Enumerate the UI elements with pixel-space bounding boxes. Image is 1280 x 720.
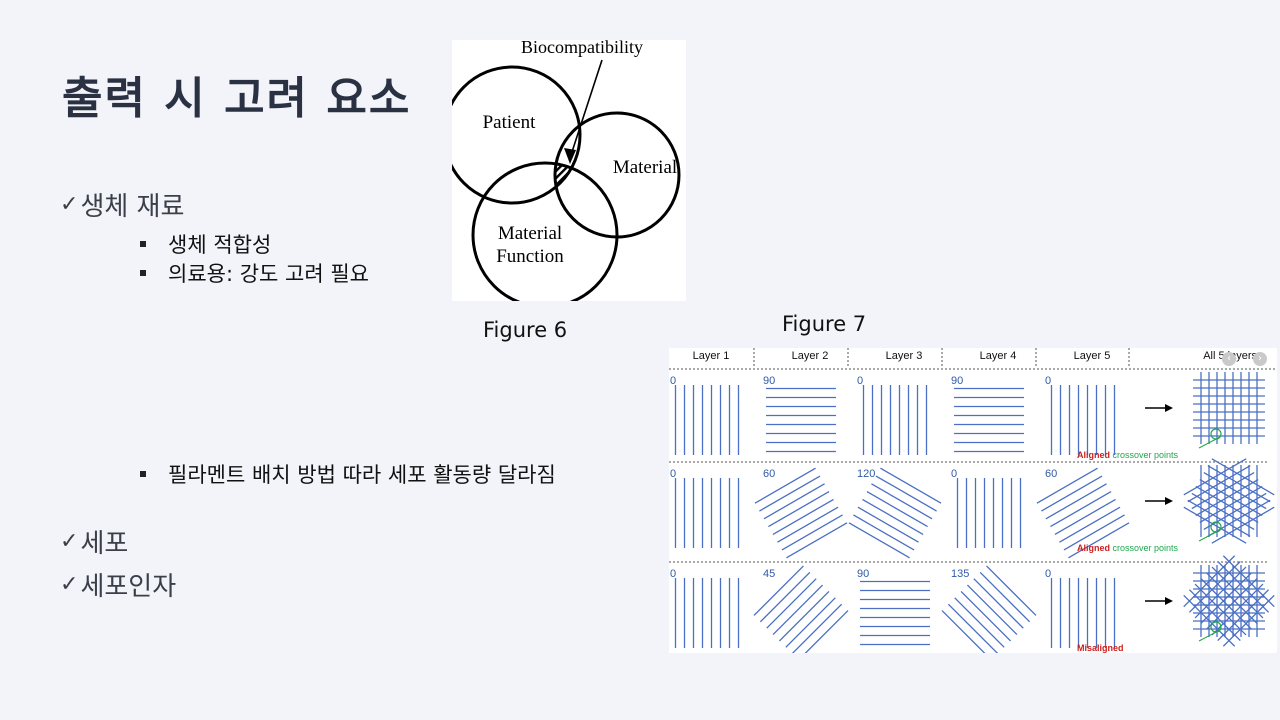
- filament-lines: [674, 478, 740, 548]
- section-label: 세포: [80, 529, 129, 559]
- angle-label: 135: [951, 568, 969, 580]
- layer-header: Layer 2: [791, 350, 829, 362]
- angle-label: 0: [857, 375, 863, 387]
- check-icon: ✓: [60, 529, 79, 554]
- filament-lines: [1200, 372, 1258, 444]
- label-material-function: Material: [498, 223, 562, 244]
- angle-label: 0: [670, 568, 676, 580]
- layer-header: Layer 3: [885, 350, 923, 362]
- bullet-item: 필라멘트 배치 방법 따라 세포 활동량 달라짐: [140, 459, 556, 489]
- venn-diagram: Biocompatibility Patient Material Materi…: [442, 37, 681, 309]
- figure-7-caption: Figure 7: [782, 312, 867, 336]
- angle-label: 0: [670, 375, 676, 387]
- crossover-note: Misaligned: [1077, 643, 1124, 653]
- filament-lines: [674, 578, 740, 648]
- arrow-head-icon: [1165, 597, 1173, 605]
- layer-header: Layer 5: [1073, 350, 1111, 362]
- filament-lines: [1183, 555, 1275, 647]
- filament-lines: [753, 565, 849, 653]
- angle-label: 60: [1045, 468, 1057, 480]
- angle-label: 0: [951, 468, 957, 480]
- label-material: Material: [613, 157, 677, 178]
- angle-label: 45: [763, 568, 775, 580]
- angle-label: 90: [951, 375, 963, 387]
- all-layers-grid: [1183, 458, 1275, 544]
- filament-lines: [754, 467, 848, 559]
- filament-lines: [941, 565, 1037, 653]
- label-patient: Patient: [483, 112, 536, 133]
- prev-arrow-icon[interactable]: ‹: [1222, 352, 1236, 366]
- check-icon: ✓: [60, 192, 79, 217]
- arrow-head-icon: [1165, 404, 1173, 412]
- angle-label: 90: [763, 375, 775, 387]
- label-material-function: Function: [496, 246, 564, 267]
- filament-lines: [1183, 555, 1275, 647]
- crossover-note: Aligned crossover points: [1077, 543, 1179, 553]
- all-layers-grid: [1183, 555, 1275, 647]
- arrow-head-icon: [1165, 497, 1173, 505]
- section-cell: ✓ 세포: [60, 523, 128, 560]
- filament-lines: [1193, 379, 1265, 437]
- figure-6-caption: Figure 6: [483, 318, 568, 342]
- filament-lines: [1183, 458, 1275, 544]
- slide-title: 출력 시 고려 요소: [62, 73, 412, 124]
- next-arrow-icon[interactable]: ›: [1253, 352, 1267, 366]
- crossover-pointer: [1198, 629, 1221, 642]
- filament-lines: [766, 387, 836, 453]
- figure-6-venn-diagram: Biocompatibility Patient Material Materi…: [442, 37, 686, 309]
- bullet-icon: [140, 471, 146, 477]
- bullet-item: 생체 적합성: [140, 229, 271, 259]
- filament-lines: [1050, 578, 1116, 648]
- bullet-icon: [140, 241, 146, 247]
- filament-lines: [1183, 458, 1275, 544]
- layer-header: Layer 1: [692, 350, 730, 362]
- angle-label: 0: [670, 468, 676, 480]
- crossover-note: Aligned crossover points: [1077, 450, 1179, 460]
- filament-lines: [674, 385, 740, 455]
- angle-label: 90: [857, 568, 869, 580]
- filament-lines: [848, 467, 942, 559]
- check-icon: ✓: [60, 572, 79, 597]
- angle-label: 0: [1045, 375, 1051, 387]
- angle-label: 60: [763, 468, 775, 480]
- filament-lines: [1036, 467, 1130, 559]
- filament-lines: [1050, 385, 1116, 455]
- filament-lines: [956, 478, 1022, 548]
- label-biocompatibility: Biocompatibility: [521, 40, 643, 57]
- section-label: 세포인자: [80, 572, 177, 602]
- angle-label: 0: [1045, 568, 1051, 580]
- filament-lines: [954, 387, 1024, 453]
- crossover-pointer: [1198, 529, 1221, 542]
- patient-circle: [442, 65, 582, 205]
- section-label: 생체 재료: [80, 192, 185, 222]
- arrow-head-icon: [564, 148, 576, 164]
- section-biomaterial: ✓ 생체 재료: [60, 186, 184, 223]
- filament-lines: [1200, 465, 1258, 537]
- section-cell-factor: ✓ 세포인자: [60, 566, 176, 603]
- bullet-text: 필라멘트 배치 방법 따라 세포 활동량 달라짐: [168, 463, 556, 487]
- bullet-text: 생체 적합성: [168, 233, 272, 257]
- angle-label: 120: [857, 468, 875, 480]
- filament-lines: [862, 385, 928, 455]
- crossover-pointer: [1198, 436, 1221, 449]
- pointer-line: [569, 59, 603, 159]
- layer-header: Layer 4: [979, 350, 1017, 362]
- all-layers-grid: [1193, 372, 1265, 444]
- filament-lines: [860, 580, 930, 646]
- bullet-text: 의료용: 강도 고려 필요: [168, 262, 369, 286]
- bullet-item: 의료용: 강도 고려 필요: [140, 258, 369, 288]
- bullet-icon: [140, 270, 146, 276]
